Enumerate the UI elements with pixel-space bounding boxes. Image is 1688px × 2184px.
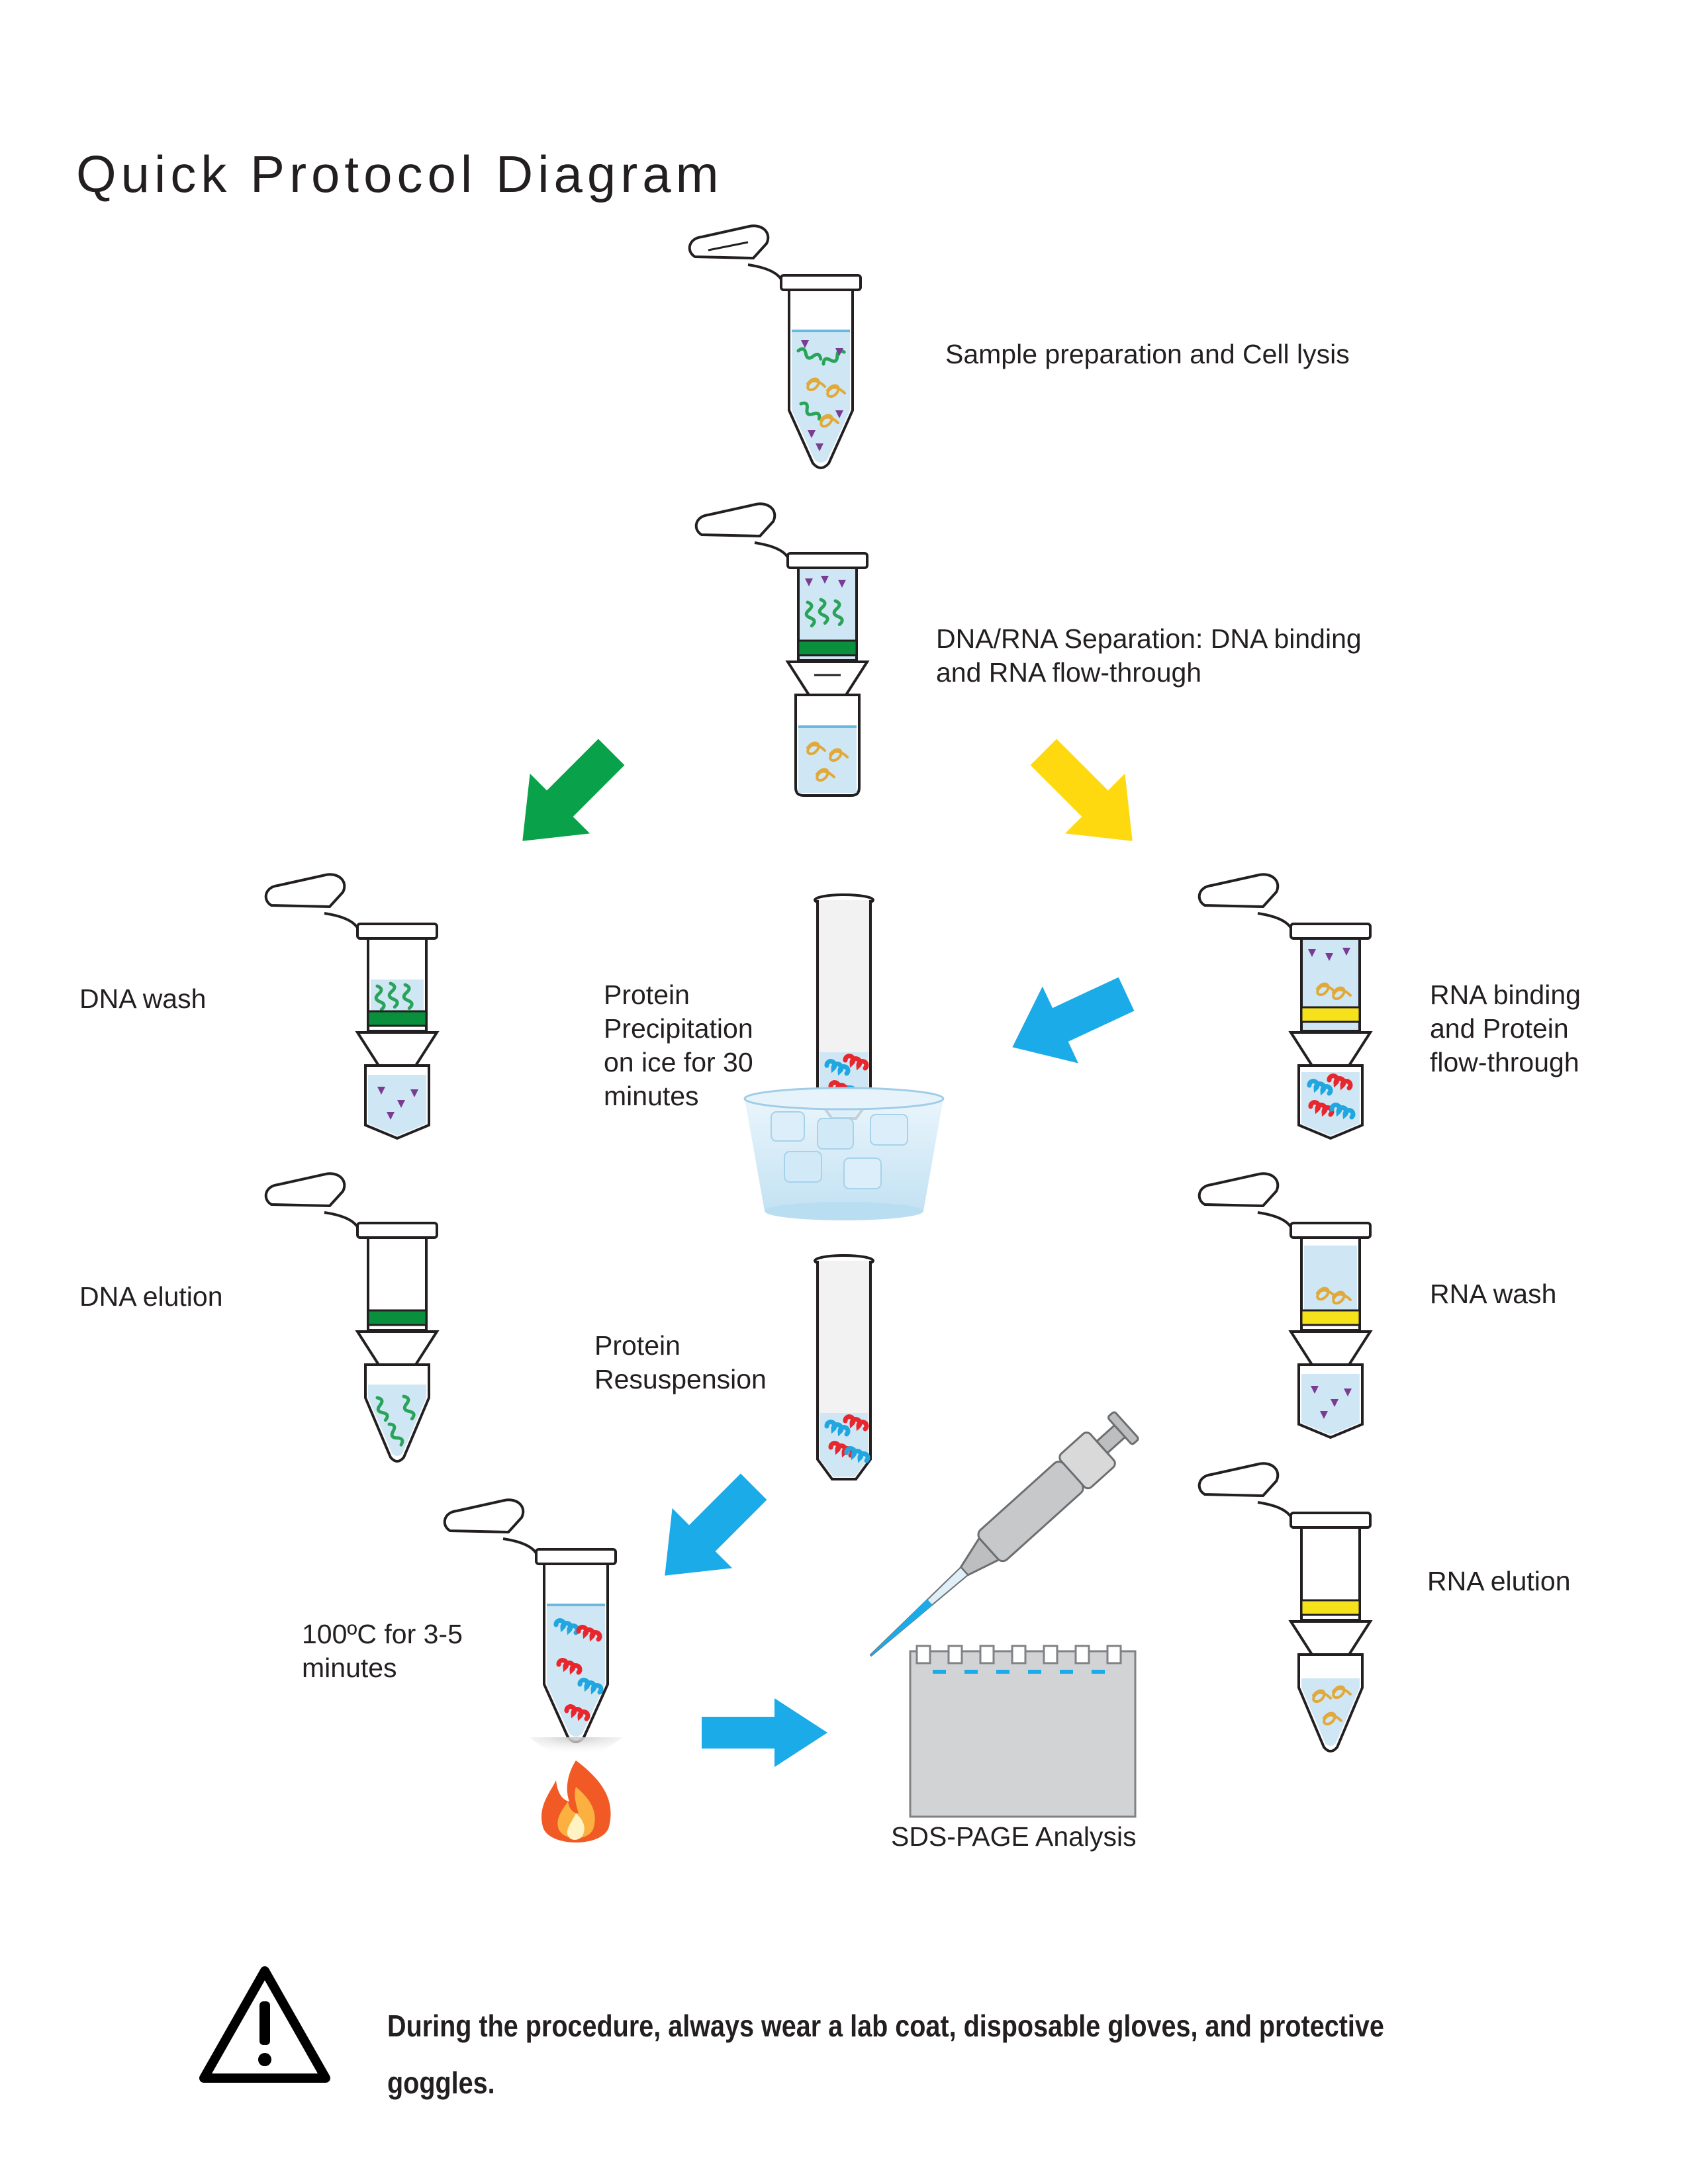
label-sample-prep-text: Sample preparation and Cell lysis: [945, 339, 1350, 369]
rna-arrow-icon: [1030, 739, 1133, 841]
label-sample-prep: Sample preparation and Cell lysis: [945, 338, 1350, 371]
label-dna-elution: DNA elution: [79, 1280, 223, 1314]
protein-resuspension-tube-icon: [814, 1254, 874, 1480]
label-rna-binding: RNA binding and Protein flow-through: [1430, 978, 1581, 1079]
label-protein-resuspension: Protein Resuspension: [594, 1329, 767, 1396]
label-protein-resuspension-line2: Resuspension: [594, 1364, 767, 1394]
page-title: Quick Protocol Diagram: [76, 145, 724, 203]
label-rna-elution: RNA elution: [1427, 1565, 1571, 1598]
label-heating-line2: minutes: [302, 1653, 397, 1683]
rna-elution-tube-icon: [1197, 1462, 1373, 1752]
safety-warning-line2: goggles.: [387, 2066, 495, 2100]
warning-triangle-icon: [199, 1966, 330, 2083]
label-rna-binding-line1: RNA binding: [1430, 979, 1581, 1010]
dna-arrow-icon: [522, 739, 625, 841]
label-protein-resuspension-line1: Protein: [594, 1330, 680, 1361]
label-rna-elution-text: RNA elution: [1427, 1566, 1571, 1596]
label-rna-wash: RNA wash: [1430, 1277, 1556, 1311]
label-protein-precipitation: Protein Precipitation on ice for 30 minu…: [604, 978, 753, 1113]
protein-precipitation-tube-icon: [814, 893, 874, 1120]
label-dna-wash: DNA wash: [79, 982, 206, 1016]
label-rna-wash-text: RNA wash: [1430, 1279, 1557, 1309]
label-separation: DNA/RNA Separation: DNA binding and RNA …: [936, 622, 1362, 690]
label-heating-line1: 100ºC for 3-5: [302, 1619, 463, 1649]
protein-arrow-icon-3: [702, 1698, 827, 1767]
rna-wash-tube-icon: [1197, 1172, 1373, 1439]
safety-warning: During the procedure, always wear a lab …: [387, 1997, 1526, 2111]
pipette-icon: [869, 1411, 1139, 1657]
label-dna-elution-text: DNA elution: [79, 1281, 223, 1312]
hot-plate-icon: [530, 1737, 622, 1757]
protein-arrow-icon-2: [665, 1473, 767, 1576]
label-rna-binding-line3: flow-through: [1430, 1047, 1579, 1077]
label-sds-page: SDS-PAGE Analysis: [891, 1820, 1137, 1854]
dna-wash-tube-icon: [264, 873, 440, 1140]
label-rna-binding-line2: and Protein: [1430, 1013, 1569, 1044]
safety-warning-line1: During the procedure, always wear a lab …: [387, 2009, 1384, 2043]
label-dna-wash-text: DNA wash: [79, 983, 207, 1014]
label-separation-line2: and RNA flow-through: [936, 657, 1202, 688]
sample-tube-icon: [688, 224, 862, 469]
label-protein-precipitation-line4: minutes: [604, 1081, 699, 1111]
label-sds-page-text: SDS-PAGE Analysis: [891, 1821, 1137, 1852]
protein-arrow-icon-1: [1012, 977, 1135, 1064]
dna-elution-tube-icon: [264, 1172, 440, 1463]
flame-icon: [541, 1760, 611, 1843]
label-protein-precipitation-line3: on ice for 30: [604, 1047, 753, 1077]
rna-binding-tube-icon: [1197, 873, 1373, 1140]
label-protein-precipitation-line2: Precipitation: [604, 1013, 753, 1044]
heating-tube-icon: [443, 1498, 617, 1743]
label-separation-line1: DNA/RNA Separation: DNA binding: [936, 623, 1362, 654]
gel-icon: [909, 1645, 1137, 1818]
label-heating: 100ºC for 3-5 minutes: [302, 1617, 463, 1685]
label-protein-precipitation-line1: Protein: [604, 979, 690, 1010]
separation-column-icon: [694, 502, 870, 797]
ice-bucket-icon: [743, 1087, 945, 1220]
